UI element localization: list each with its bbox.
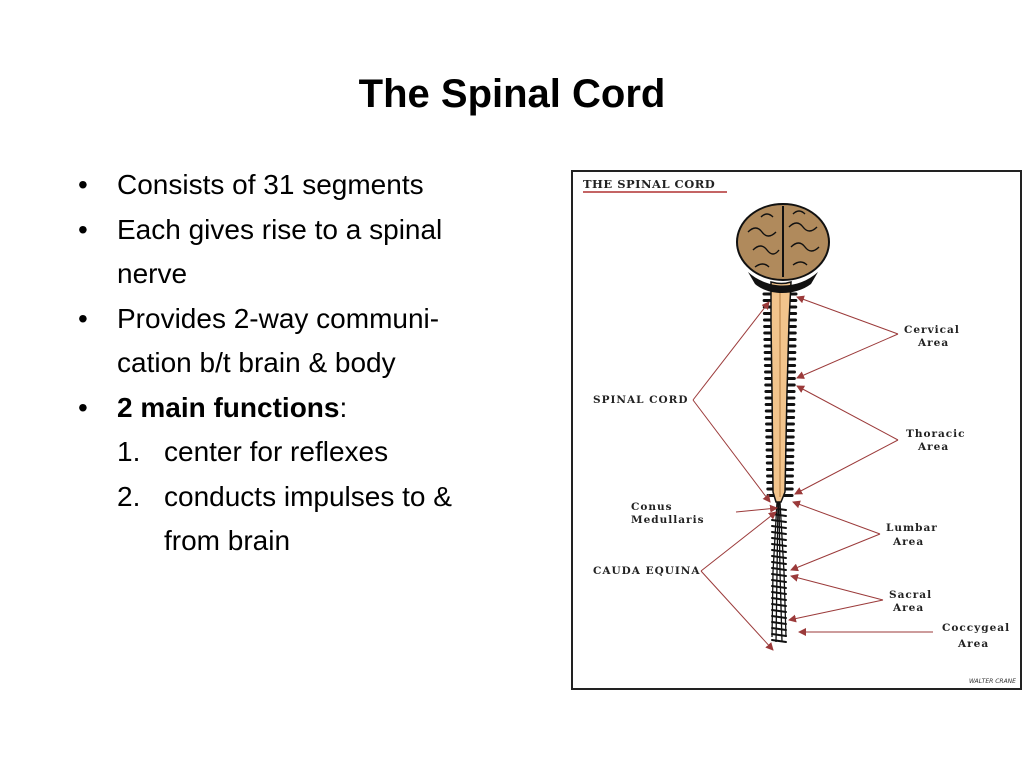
cauda-root-tick xyxy=(771,585,787,589)
pointer-cervical-top xyxy=(796,295,899,335)
function-number: 1. xyxy=(117,436,141,467)
spinal-cord-diagram: THE SPINAL CORD SPINAL CORD Conus Medull… xyxy=(583,177,1016,685)
bullet-bold-text: 2 main functions xyxy=(117,391,340,423)
function-text: from brain xyxy=(164,525,291,556)
bullet-dot: • xyxy=(78,391,88,423)
cauda-root-tick xyxy=(771,627,787,631)
cauda-root-tick xyxy=(771,597,787,601)
pointer-conus xyxy=(735,504,778,513)
label-spinal-cord: SPINAL CORD xyxy=(593,394,689,406)
function-item: 1. center for reflexes xyxy=(70,430,540,475)
cauda-root-tick xyxy=(771,615,787,619)
bullet-item: • Provides 2-way communi- cation b/t bra… xyxy=(70,297,540,386)
cauda-root-tick xyxy=(771,591,787,595)
label-sacral-line2: Area xyxy=(892,602,924,614)
cauda-root-tick xyxy=(771,621,787,625)
pointer-sacral-bottom xyxy=(788,599,884,623)
cauda-root-tick xyxy=(771,603,787,607)
figure-title: THE SPINAL CORD xyxy=(583,177,715,191)
cauda-root-tick xyxy=(771,609,787,613)
bullet-text: cation b/t brain & body xyxy=(117,347,396,378)
label-thoracic-line1: Thoracic xyxy=(906,428,966,440)
label-lumbar-line1: Lumbar xyxy=(886,522,938,534)
cauda-root-tick xyxy=(771,633,787,637)
function-text: center for reflexes xyxy=(164,436,389,467)
bullet-item: • Each gives rise to a spinal nerve xyxy=(70,208,540,297)
label-conus-line2: Medullaris xyxy=(631,514,705,526)
brain-illustration xyxy=(736,203,830,293)
bullet-colon: : xyxy=(339,391,348,423)
function-item: 2. conducts impulses to & from brain xyxy=(70,475,540,564)
slide-title: The Spinal Cord xyxy=(358,72,666,116)
bullet-dot: • xyxy=(78,213,88,245)
spinal-cord-figure: THE SPINAL CORD SPINAL CORD Conus Medull… xyxy=(571,170,1022,690)
cauda-root-tick xyxy=(771,639,787,643)
function-text: conducts impulses to & xyxy=(164,480,452,512)
pointer-cervical-bottom xyxy=(796,333,899,379)
bullet-dot: • xyxy=(78,302,88,334)
pointer-lumbar-top xyxy=(792,500,881,535)
label-coccygeal-line1: Coccygeal xyxy=(942,622,1010,634)
pointer-cauda-bottom xyxy=(700,570,774,651)
label-lumbar-line2: Area xyxy=(892,536,924,548)
label-thoracic-line2: Area xyxy=(917,441,949,453)
bullet-text: Consists of 31 segments xyxy=(117,169,424,200)
label-coccygeal-line2: Area xyxy=(957,638,989,650)
pointer-lines xyxy=(692,295,933,651)
label-cervical-line2: Area xyxy=(917,337,949,349)
bullet-dot: • xyxy=(78,169,88,200)
bullet-text: nerve xyxy=(117,258,188,289)
bullet-item: • 2 main functions: xyxy=(70,386,540,431)
pointer-spinal-cord-bottom xyxy=(692,399,771,503)
label-conus-line1: Conus xyxy=(631,501,673,513)
bullet-text: Provides 2-way communi- xyxy=(117,302,440,334)
label-cauda-equina: CAUDA EQUINA xyxy=(593,565,701,577)
pointer-spinal-cord-top xyxy=(692,301,770,401)
label-sacral-line1: Sacral xyxy=(889,589,932,601)
bullet-text: 2 main functions: xyxy=(117,386,540,431)
label-cervical-line1: Cervical xyxy=(904,324,960,336)
pointer-sacral-top xyxy=(790,573,884,601)
bullet-item: • Consists of 31 segments xyxy=(70,163,540,208)
pointer-thoracic-bottom xyxy=(794,439,899,495)
signature-text: WALTER CRANE xyxy=(969,678,1016,685)
pointer-thoracic-top xyxy=(796,385,899,441)
function-number: 2. xyxy=(117,480,141,512)
signature: WALTER CRANE xyxy=(969,678,1016,685)
bullet-text: Each gives rise to a spinal xyxy=(117,213,443,245)
bullet-list: • Consists of 31 segments • Each gives r… xyxy=(70,163,540,564)
pointer-cauda-top xyxy=(700,511,777,572)
cauda-equina-shape xyxy=(771,501,787,643)
spinal-cord-shape xyxy=(770,280,792,503)
pointer-lumbar-bottom xyxy=(790,533,881,572)
